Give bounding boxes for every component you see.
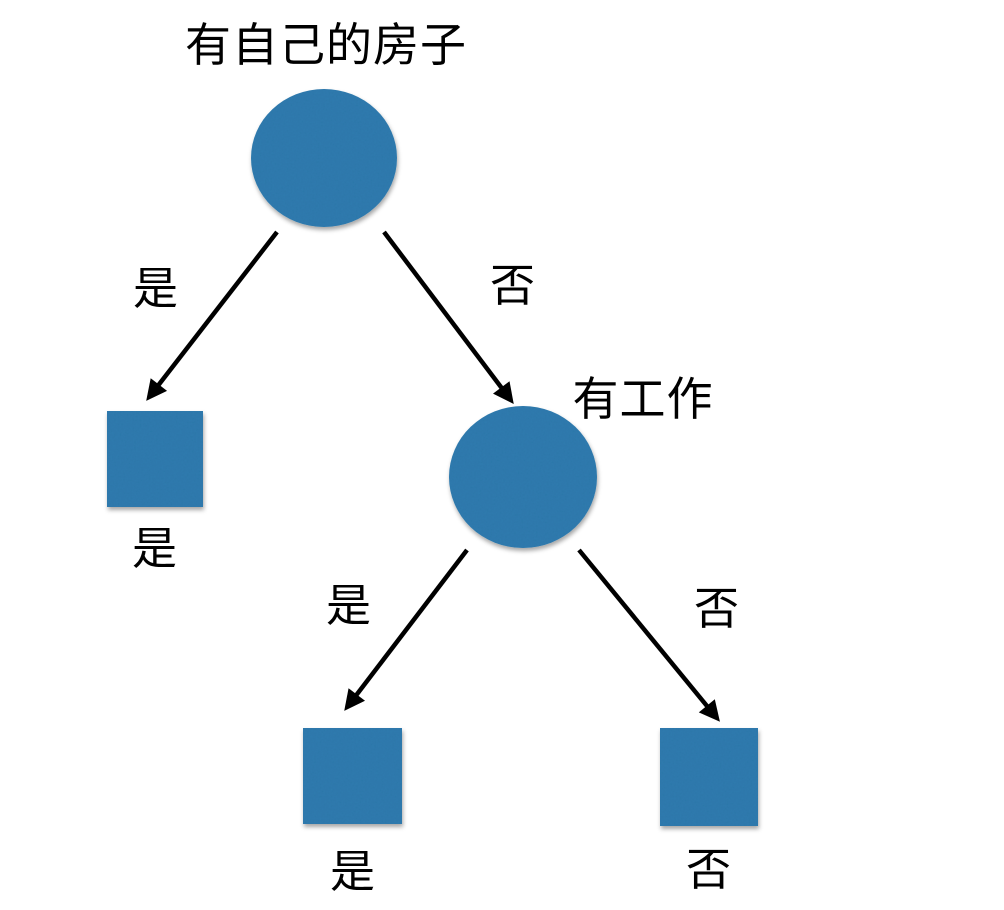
branch-job-yes-label: 是	[325, 580, 373, 631]
edge-job-no-arrow	[577, 548, 720, 722]
branch-house-no-label: 否	[489, 260, 537, 311]
leaf-node-job-yes-square	[303, 728, 402, 824]
decision-node-job-circle	[449, 406, 597, 548]
edge-house-yes-arrow	[146, 230, 279, 401]
leaf-node-job-no-square	[660, 728, 758, 826]
tree-edges	[146, 230, 720, 722]
decision-node-house-circle	[251, 89, 397, 227]
leaf-job-yes-label: 是	[329, 846, 377, 897]
job-question-label: 有工作	[572, 373, 714, 425]
leaf-node-house-yes-square	[107, 411, 203, 507]
edge-job-yes-arrow	[344, 548, 469, 711]
root-question-label: 有自己的房子	[185, 19, 467, 71]
edge-house-no-arrow	[382, 230, 514, 404]
leaf-house-yes-label: 是	[131, 523, 179, 574]
tree-nodes	[107, 89, 758, 826]
branch-house-yes-label: 是	[132, 263, 180, 314]
branch-job-no-label: 否	[693, 583, 741, 634]
leaf-job-no-label: 否	[685, 844, 733, 895]
